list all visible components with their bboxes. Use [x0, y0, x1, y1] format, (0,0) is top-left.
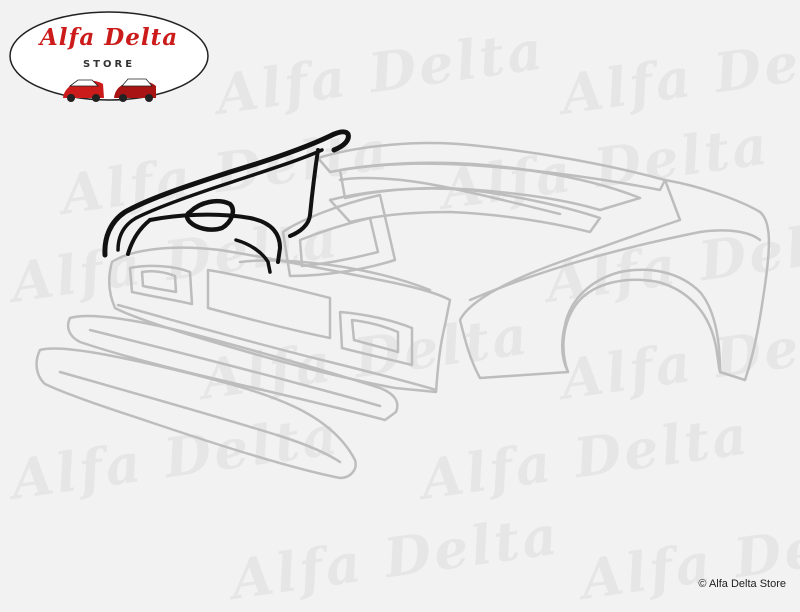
- left-headlight-inner: [140, 269, 178, 294]
- bumper-lower-inner: [58, 370, 342, 464]
- firewall-line: [338, 176, 562, 216]
- body-outline: [35, 141, 771, 480]
- brand-logo[interactable]: Alfa Delta STORE: [8, 10, 210, 102]
- cowl-bracket-inner: [298, 216, 380, 268]
- bumper-lower: [35, 347, 357, 480]
- highlight-center-brace: [148, 212, 282, 264]
- right-headlight: [338, 310, 414, 367]
- grille-opening: [206, 268, 332, 340]
- highlight-top-rail: [102, 129, 351, 258]
- bumper-upper: [66, 314, 399, 422]
- highlight-left-loop: [184, 199, 235, 232]
- front-panel-lower: [116, 303, 438, 392]
- inner-apron: [328, 187, 602, 234]
- left-headlight: [128, 264, 194, 306]
- cowl-bracket: [281, 193, 397, 278]
- bumper-upper-inner: [88, 328, 382, 408]
- logo-subtitle: STORE: [82, 59, 136, 70]
- highlight-left-tab: [126, 218, 152, 256]
- highlight-top-rail-inner: [116, 148, 324, 252]
- highlight-connector: [234, 238, 272, 274]
- hood-inner-panel: [338, 161, 642, 212]
- fender-crease: [468, 229, 762, 302]
- front-panel-outline: [108, 246, 452, 394]
- logo-emblem: [9, 11, 209, 102]
- logo-title: Alfa Delta: [39, 24, 179, 51]
- right-headlight-inner: [350, 318, 400, 354]
- right-fender-outline: [458, 178, 771, 382]
- logo-cars-graphic: [63, 78, 156, 102]
- highlighted-part: [102, 129, 351, 274]
- highlight-vertical-member: [288, 148, 320, 238]
- copyright-notice: © Alfa Delta Store: [698, 578, 786, 590]
- fender-wheel-arch: [562, 278, 722, 374]
